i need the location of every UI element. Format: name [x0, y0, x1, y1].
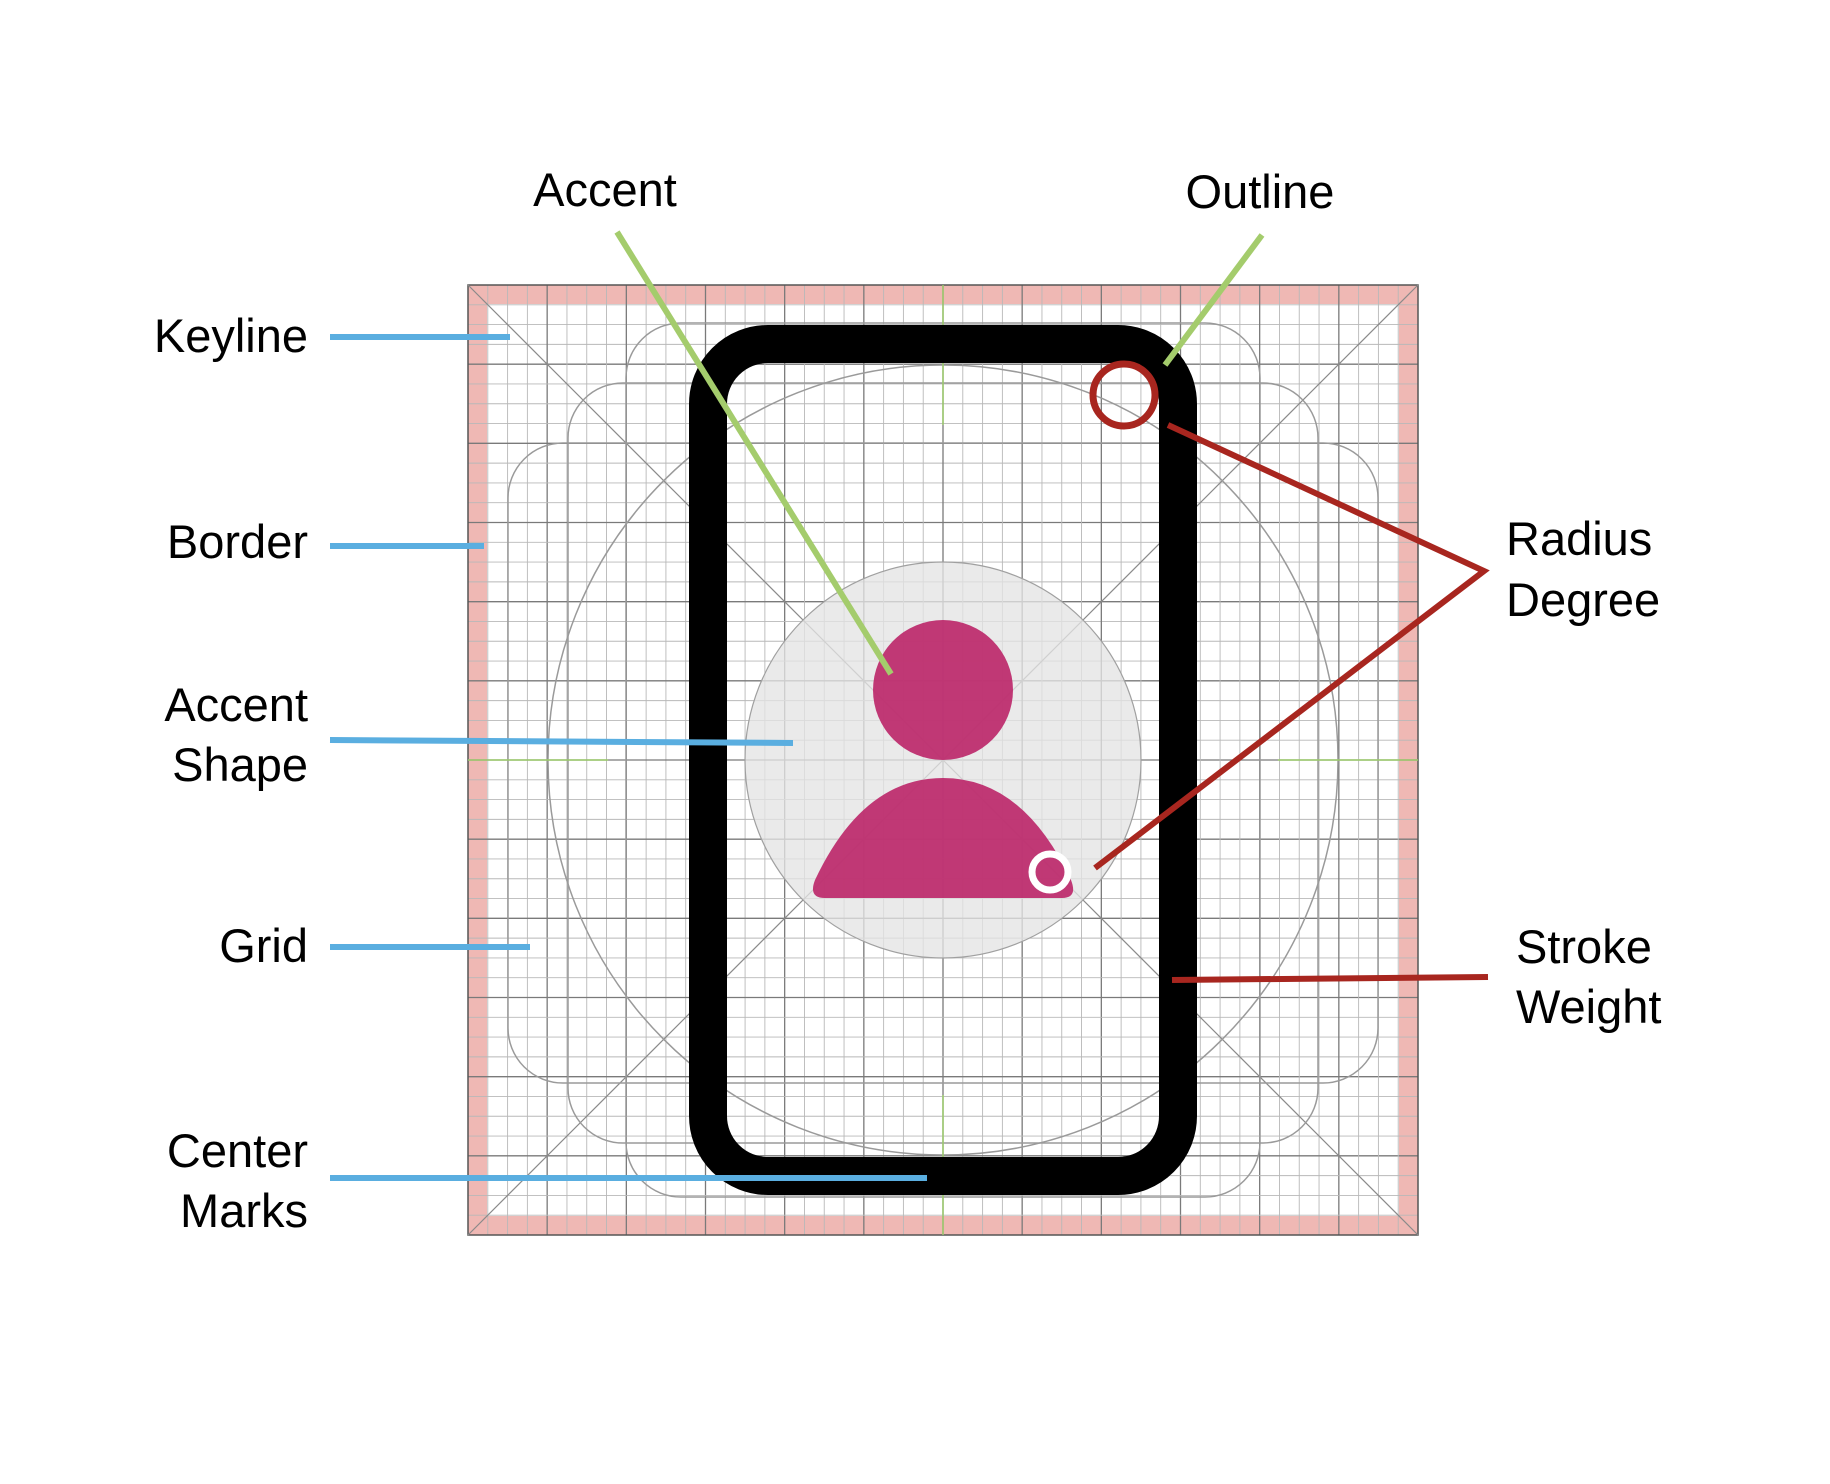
keyline-wide-rect: [507, 442, 1379, 1084]
grid-label: Grid: [219, 919, 308, 972]
radius-marker-accent: [1028, 850, 1072, 894]
accent-shape-label-line2: Shape: [172, 738, 308, 791]
stroke-weight-label-line2: Weight: [1516, 980, 1661, 1033]
labels: Keyline Border Accent Shape Grid Center …: [154, 163, 1662, 1237]
outline-shape: [689, 325, 1197, 1195]
accent-shape-label-line1: Accent: [164, 678, 308, 731]
outline-label: Outline: [1186, 165, 1335, 218]
radius-degree-label-line1: Radius: [1506, 512, 1652, 565]
accent-head: [873, 620, 1013, 760]
border-label: Border: [167, 515, 308, 568]
radius-marker-outline: [1089, 360, 1159, 430]
accent-body: [812, 778, 1074, 898]
center-marks-label-line1: Center: [167, 1124, 308, 1177]
accent-label: Accent: [533, 163, 677, 216]
outline-callout: [1162, 233, 1265, 367]
callout-lines: [329, 230, 1490, 1181]
stroke-weight-callout: [1171, 974, 1489, 983]
accent-person-icon: [812, 620, 1074, 898]
keyline-label: Keyline: [154, 309, 308, 362]
center-marks-label-line2: Marks: [180, 1184, 308, 1237]
accent-callout: [614, 230, 894, 676]
stroke-weight-label-line1: Stroke: [1516, 920, 1652, 973]
radius-degree-label-line2: Degree: [1506, 573, 1660, 626]
radius-degree-callout: [1093, 422, 1490, 871]
accent-shape-callout: [329, 737, 794, 746]
